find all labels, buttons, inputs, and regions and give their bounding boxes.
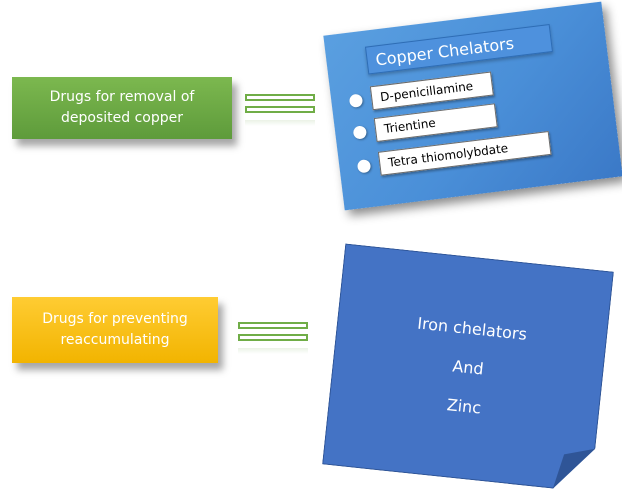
copper-removal-line1: Drugs for removal of [49, 89, 195, 105]
copper-removal-line2: deposited copper [61, 110, 183, 126]
copper-chelators-title: Copper Chelators [364, 24, 553, 75]
bullet-icon [348, 93, 364, 108]
chelator-item: D-penicillamine [369, 71, 494, 111]
equals-sign-icon [245, 94, 315, 134]
copper-chelators-card: Copper Chelators D-penicillamine Trienti… [323, 1, 622, 211]
prevent-line2: reaccumulating [60, 332, 170, 348]
equals-sign-icon [238, 322, 308, 362]
prevent-reaccumulating-label: Drugs for preventing reaccumulating [12, 297, 218, 363]
bullet-icon [352, 125, 368, 140]
iron-zinc-sticky-note: Iron chelators And Zinc [322, 243, 614, 492]
bullet-icon [356, 158, 372, 174]
prevent-line1: Drugs for preventing [42, 311, 188, 327]
chelator-item: Trientine [373, 103, 498, 143]
copper-removal-label: Drugs for removal of deposited copper [12, 77, 232, 139]
